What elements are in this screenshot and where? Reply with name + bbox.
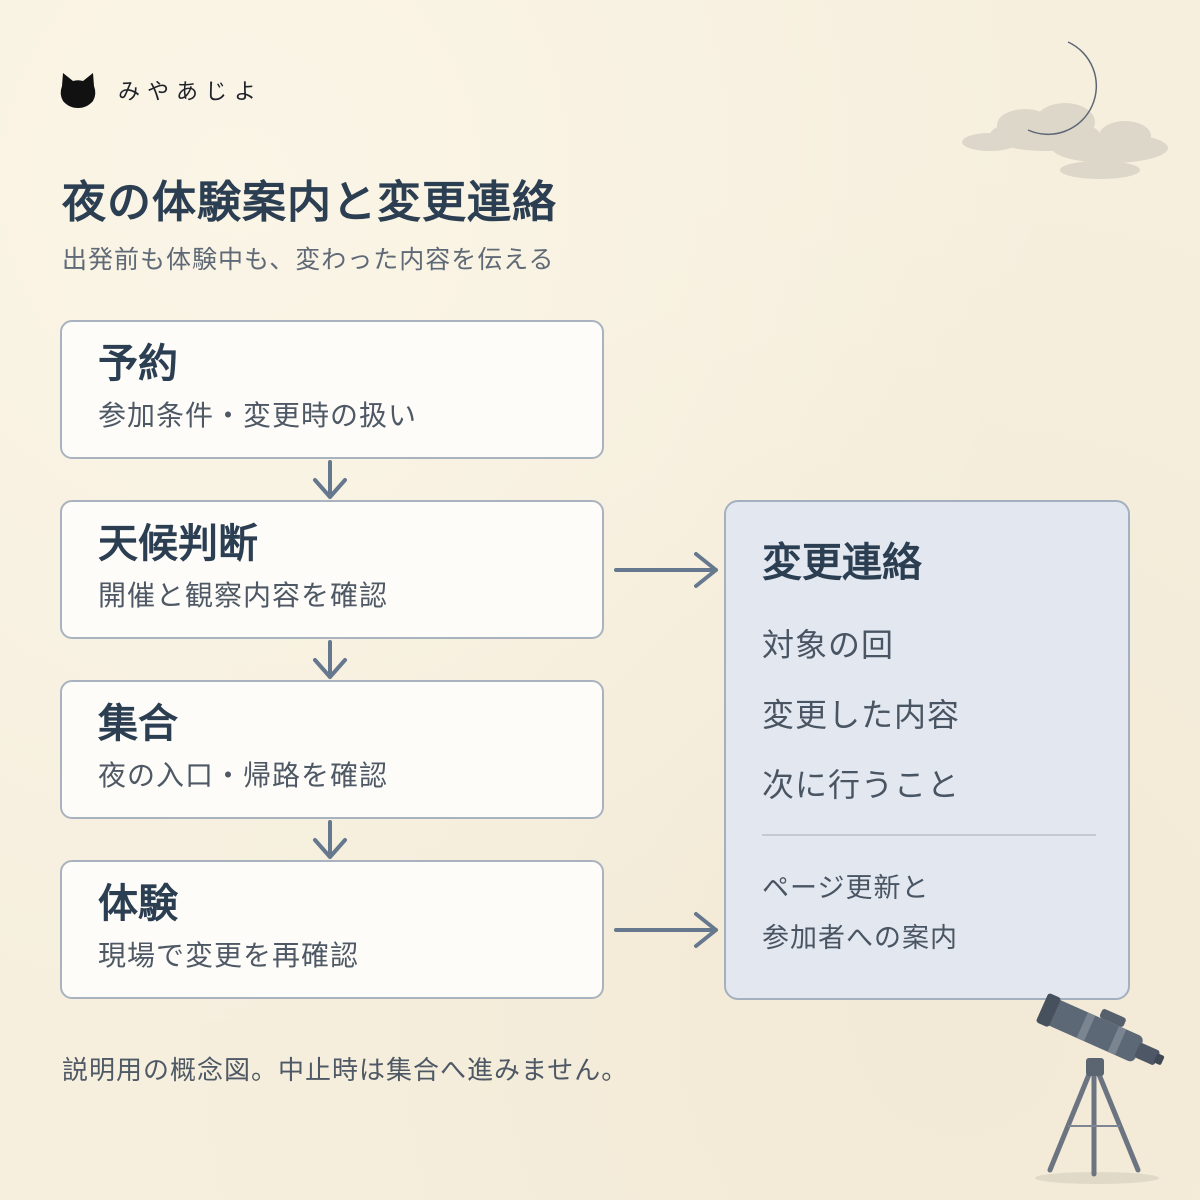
crescent-moon-icon	[1027, 41, 1098, 136]
step-description: 参加条件・変更時の扱い	[98, 399, 418, 432]
page-title: 夜の体験案内と変更連絡	[62, 177, 557, 228]
arrow-right-icon	[614, 912, 718, 948]
step-description: 夜の入口・帰路を確認	[98, 759, 389, 792]
step-reservation: 予約 参加条件・変更時の扱い	[60, 320, 604, 459]
brand: みやあじよ	[58, 70, 263, 110]
panel-divider	[762, 834, 1096, 836]
panel-title: 変更連絡	[762, 540, 922, 586]
moon-clouds-illustration	[962, 41, 1168, 179]
arrow-down-icon	[313, 820, 347, 859]
panel-note-line: 参加者への案内	[762, 923, 958, 954]
step-description: 開催と観察内容を確認	[98, 579, 389, 612]
brand-name: みやあじよ	[118, 80, 264, 105]
step-weather-decision: 天候判断 開催と観察内容を確認	[60, 500, 604, 639]
arrow-down-icon	[313, 640, 347, 679]
step-meetup: 集合 夜の入口・帰路を確認	[60, 680, 604, 819]
step-experience: 体験 現場で変更を再確認	[60, 860, 604, 999]
panel-note-line: ページ更新と	[762, 873, 930, 904]
footer-note: 説明用の概念図。中止時は集合へ進みません。	[62, 1056, 629, 1086]
step-title: 天候判断	[98, 521, 258, 567]
panel-item: 変更した内容	[762, 696, 961, 734]
arrow-down-icon	[313, 460, 347, 499]
page-subtitle: 出発前も体験中も、変わった内容を伝える	[62, 245, 555, 274]
change-notification-panel: 変更連絡 対象の回 変更した内容 次に行うこと ページ更新と 参加者への案内	[724, 500, 1130, 1000]
step-description: 現場で変更を再確認	[98, 939, 360, 972]
cloud-icon	[962, 103, 1168, 179]
step-title: 集合	[98, 701, 178, 747]
cat-head-icon	[60, 73, 96, 108]
arrow-right-icon	[614, 552, 718, 588]
panel-item: 次に行うこと	[762, 766, 961, 804]
panel-item: 対象の回	[762, 626, 895, 664]
telescope-icon	[1035, 993, 1165, 1184]
step-title: 体験	[98, 881, 178, 927]
step-title: 予約	[98, 341, 178, 387]
